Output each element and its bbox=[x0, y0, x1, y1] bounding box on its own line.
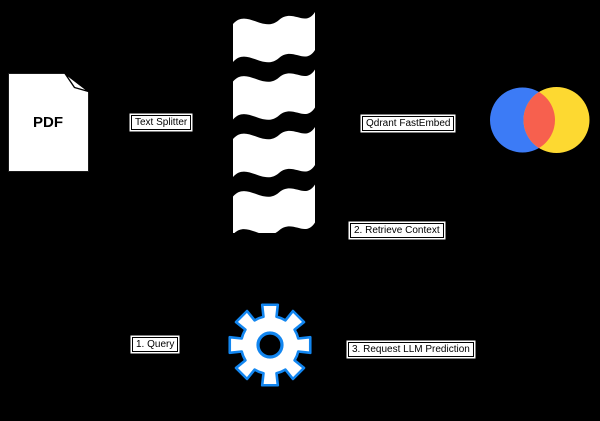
text-splitter-label: Text Splitter bbox=[131, 115, 192, 130]
document-chunk bbox=[233, 12, 315, 63]
document-chunk bbox=[233, 69, 315, 120]
request-llm-prediction-label: 3. Request LLM Prediction bbox=[348, 342, 474, 357]
document-chunks-node bbox=[233, 8, 315, 235]
document-chunks-icon bbox=[233, 12, 315, 235]
query-label: 1. Query bbox=[132, 337, 179, 352]
llm-process-node bbox=[228, 303, 312, 387]
pdf-folded-corner bbox=[64, 72, 90, 93]
embeddings-venn-icon bbox=[490, 87, 590, 153]
pdf-document-icon: PDF bbox=[8, 72, 90, 172]
embedding-overlap-red bbox=[523, 87, 555, 153]
document-chunk bbox=[233, 184, 315, 235]
pdf-document-node: PDF bbox=[8, 72, 90, 172]
embeddings-node bbox=[488, 86, 592, 154]
retrieve-context-label: 2. Retrieve Context bbox=[350, 223, 444, 238]
qdrant-fastembed-label: Qdrant FastEmbed bbox=[362, 116, 455, 131]
gear-icon bbox=[228, 303, 312, 387]
pdf-label: PDF bbox=[33, 114, 63, 131]
document-chunk bbox=[233, 127, 315, 178]
gear-hub bbox=[256, 331, 284, 359]
pdf-page-shape bbox=[8, 73, 89, 172]
